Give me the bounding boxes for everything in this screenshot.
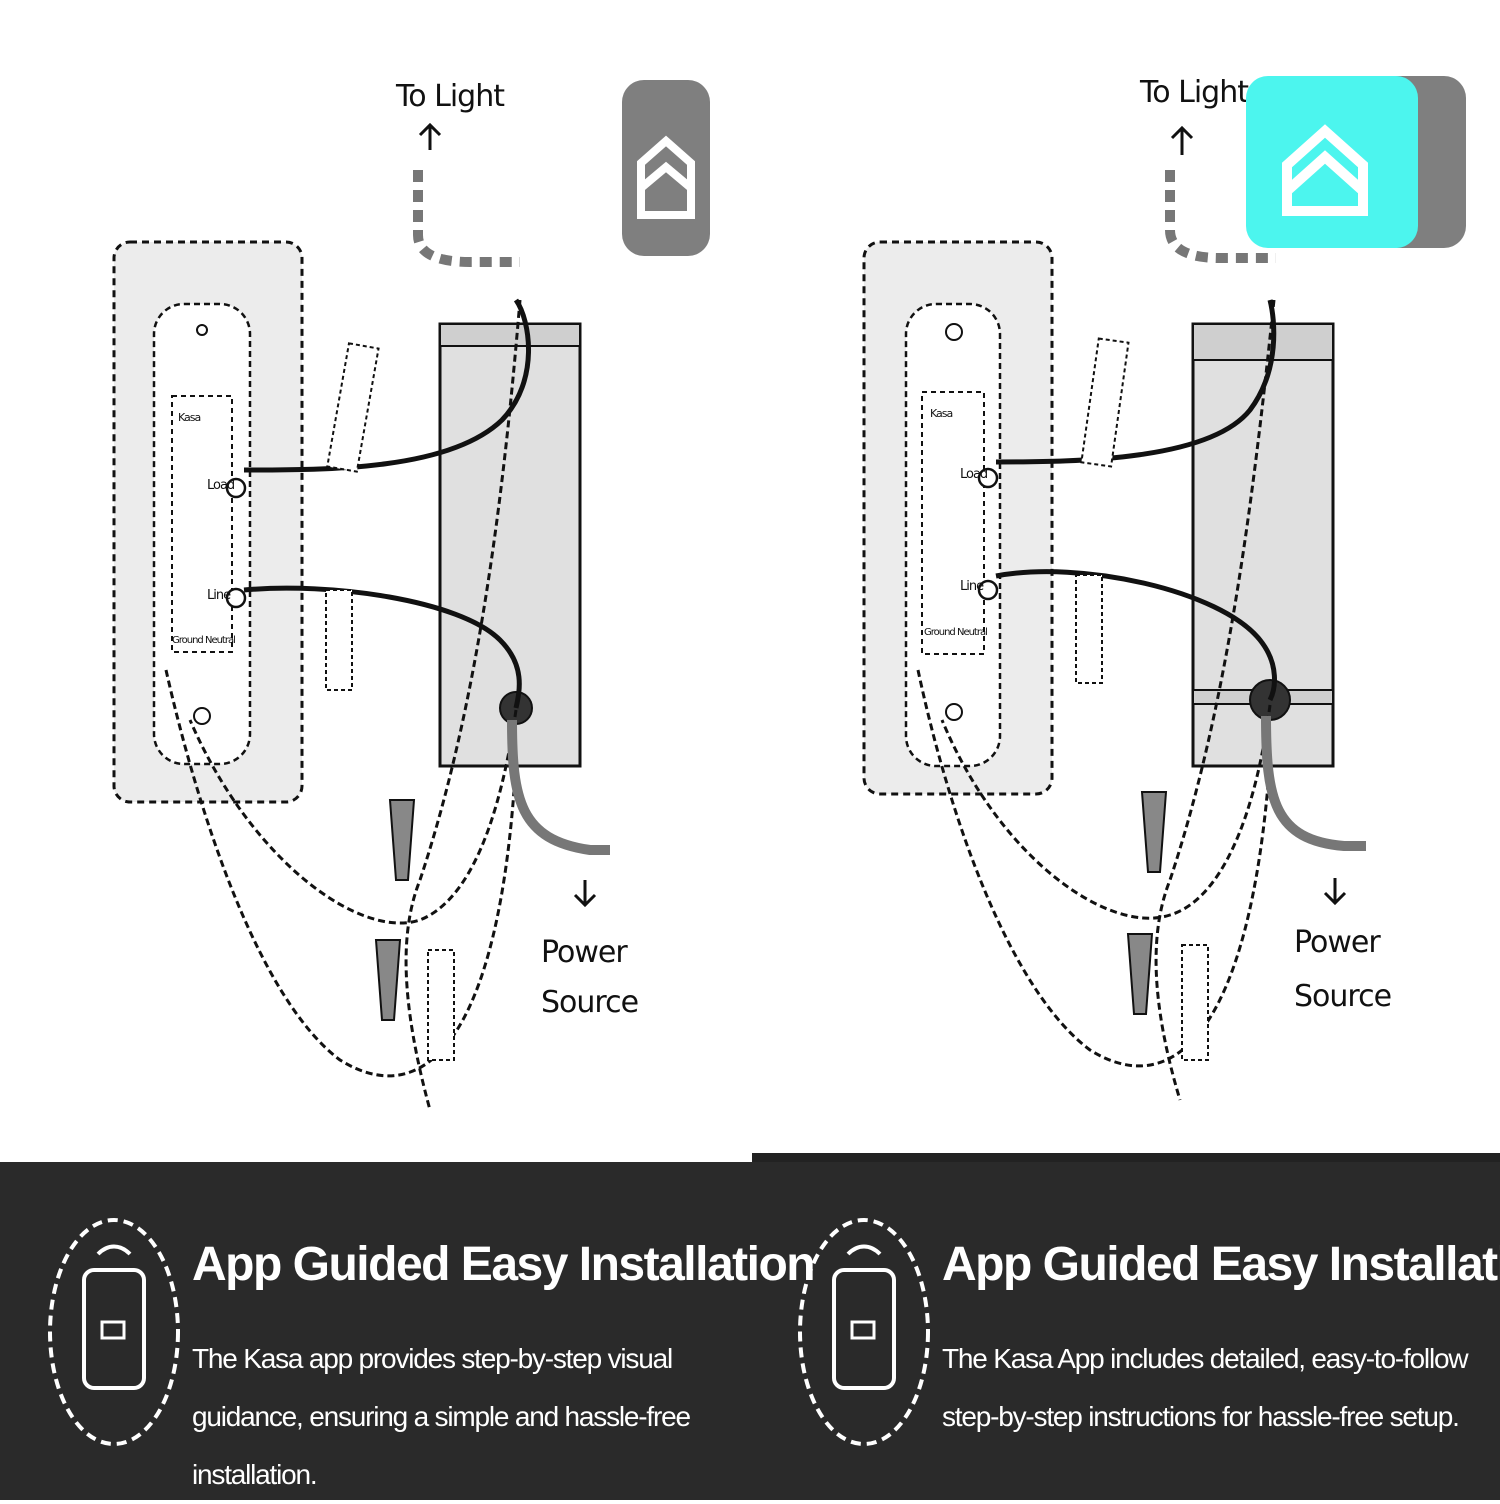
feature-band: App Guided Easy Installation The Kasa ap… [0, 1162, 1500, 1500]
terminal-screw-line [977, 579, 999, 601]
feature-title: App Guided Easy Installation [192, 1238, 816, 1291]
smartphone-app-icon [48, 1218, 180, 1446]
wire-connector-2 [374, 939, 402, 1021]
switch-terminal-block [171, 395, 233, 653]
kasa-logo-icon [637, 135, 695, 219]
feature-description: The Kasa App includes detailed, easy-to-… [942, 1343, 1469, 1432]
arrow-down-icon [1323, 878, 1347, 906]
arrow-down-icon [573, 880, 597, 908]
power-source-label-line2: Source [541, 985, 639, 1020]
arrow-up-icon [418, 122, 442, 150]
kasa-app-badge [1246, 76, 1418, 248]
cable-to-light [404, 299, 522, 1111]
electrical-box-rim [1192, 323, 1334, 361]
kasa-logo-icon [1282, 124, 1368, 216]
arrow-up-icon [1170, 125, 1194, 155]
wire-connector-1 [388, 799, 416, 881]
wire-tag-load [326, 342, 380, 473]
to-light-label: To Light [1140, 75, 1249, 110]
line-wire [995, 569, 1277, 702]
wire-tag-source [427, 949, 455, 1061]
mounting-screw-bottom [945, 703, 963, 721]
electrical-box-rim [439, 323, 581, 347]
terminal-line-label: Line [960, 579, 984, 594]
neutral-wire [188, 709, 518, 925]
switch-terminal-block [921, 391, 985, 655]
light-cable [1165, 170, 1276, 263]
diagram-panel-left: To Light Power Source Kasa Load Line Gro… [0, 0, 750, 1160]
power-source-label-line2: Source [1294, 979, 1392, 1014]
mounting-screw-bottom [193, 707, 211, 725]
terminal-screw-load [977, 467, 999, 489]
wire-tag-load [1080, 337, 1130, 468]
switch-brand-label: Kasa [930, 407, 953, 420]
terminal-ground-label: Ground Neutral [924, 627, 988, 638]
to-light-label: To Light [396, 79, 505, 114]
feature-title: App Guided Easy Installation [942, 1238, 1500, 1291]
neutral-wire [940, 704, 1272, 920]
terminal-screw-line [225, 587, 247, 609]
load-wire [243, 298, 531, 473]
light-cable [413, 170, 520, 267]
wire-connector-2 [1126, 933, 1154, 1015]
terminal-load-label: Load [960, 467, 988, 482]
smartphone-app-icon [798, 1218, 930, 1446]
feature-right: App Guided Easy Installation The Kasa Ap… [750, 1162, 1500, 1500]
wire-tag-source [1181, 944, 1209, 1061]
wiring-diagram-right [862, 125, 1366, 1101]
band-divider [752, 1153, 1500, 1163]
terminal-load-label: Load [207, 478, 235, 493]
power-source-cable [1261, 715, 1366, 851]
line-wire [243, 585, 522, 709]
mounting-screw-top [945, 323, 963, 341]
wire-connector-1 [1140, 791, 1168, 873]
power-source-cable [507, 719, 610, 855]
diagram-panel-right: To Light Power Source Kasa Load Line Gro… [750, 0, 1500, 1160]
feature-description: The Kasa app provides step-by-step visua… [192, 1343, 691, 1490]
switch-brand-label: Kasa [178, 411, 201, 424]
mounting-screw-top [196, 324, 208, 336]
feature-left: App Guided Easy Installation The Kasa ap… [0, 1162, 816, 1500]
ground-wire [164, 669, 518, 1078]
terminal-screw-load [225, 477, 247, 499]
cable-to-light [1154, 299, 1276, 1101]
terminal-line-label: Line [207, 588, 231, 603]
wiring-diagram-left [112, 122, 610, 1111]
wire-tag-line [325, 589, 353, 691]
power-source-label-line1: Power [1294, 925, 1381, 960]
terminal-ground-label: Ground Neutral [172, 635, 236, 646]
kasa-app-badge [622, 80, 710, 256]
power-source-label-line1: Power [541, 935, 628, 970]
wire-tag-line [1075, 574, 1103, 684]
load-wire [995, 299, 1277, 465]
ground-wire [916, 669, 1272, 1068]
